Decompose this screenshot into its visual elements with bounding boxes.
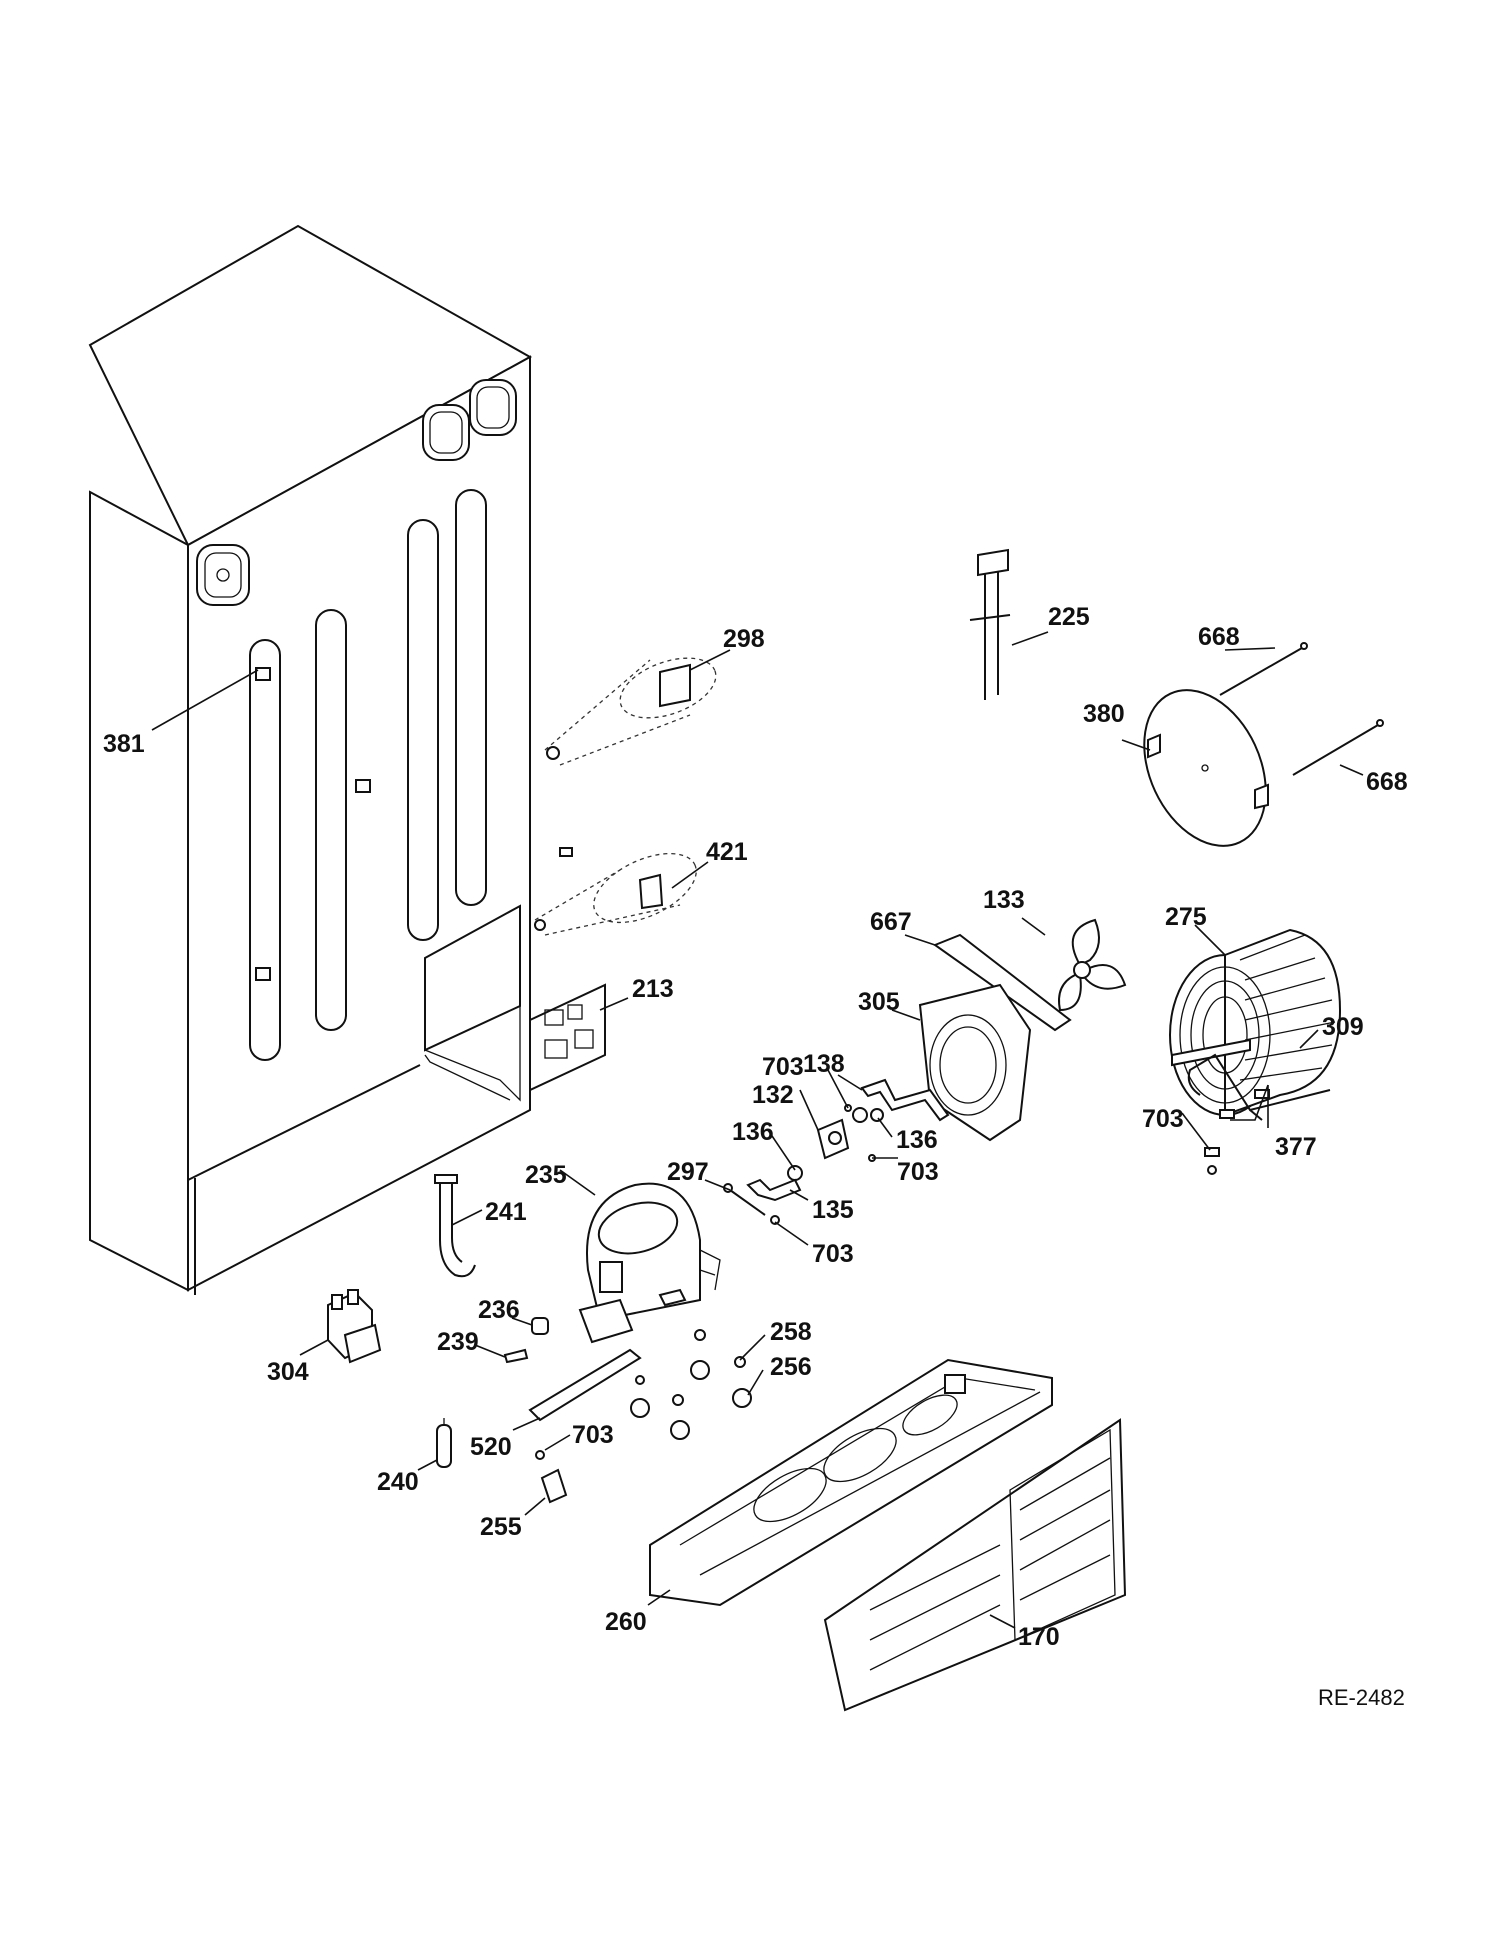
cabinet-back: [88, 224, 533, 1295]
callout-703-b: 703: [897, 1158, 939, 1186]
callout-255: 255: [480, 1513, 522, 1541]
callout-132: 132: [752, 1081, 794, 1109]
callout-298: 298: [723, 625, 765, 653]
callout-305: 305: [858, 988, 900, 1016]
part-305-fan-bracket: [918, 983, 1032, 1142]
callout-520: 520: [470, 1433, 512, 1461]
leader-lines: [151, 631, 1364, 1629]
part-138-bracket: [860, 1078, 950, 1122]
callout-138: 138: [803, 1050, 845, 1078]
callout-703-c: 703: [1142, 1105, 1184, 1133]
callout-213: 213: [632, 975, 674, 1003]
callout-241: 241: [485, 1198, 527, 1226]
callout-309: 309: [1322, 1013, 1364, 1041]
part-170-access-panel: [823, 1418, 1127, 1712]
callout-170: 170: [1018, 1623, 1060, 1651]
callout-136-left: 136: [732, 1118, 774, 1146]
part-133-fan-blade: [1058, 918, 1127, 1012]
part-256-258-grommets: [630, 1329, 752, 1440]
callout-380: 380: [1083, 700, 1125, 728]
part-241-tube: [434, 1174, 476, 1278]
callout-240: 240: [377, 1468, 419, 1496]
callout-275: 275: [1165, 903, 1207, 931]
callout-225: 225: [1048, 603, 1090, 631]
part-309-tube: [1187, 1053, 1331, 1121]
callout-260: 260: [605, 1608, 647, 1636]
callout-668-top: 668: [1198, 623, 1240, 651]
callout-235: 235: [525, 1161, 567, 1189]
callout-377: 377: [1275, 1133, 1317, 1161]
part-239-clip: [503, 1348, 529, 1364]
callout-703-a: 703: [762, 1053, 804, 1081]
callout-258: 258: [770, 1318, 812, 1346]
callout-703-d: 703: [812, 1240, 854, 1268]
part-135-clip: [746, 1178, 802, 1202]
callout-236: 236: [478, 1296, 520, 1324]
part-421-thermistor: [534, 847, 697, 936]
callout-135: 135: [812, 1196, 854, 1224]
callout-668-bottom: 668: [1366, 768, 1408, 796]
callout-136-right: 136: [896, 1126, 938, 1154]
part-380-shroud: [1143, 689, 1269, 847]
part-255-clip: [535, 1450, 568, 1504]
part-377-clips: [1204, 1089, 1270, 1175]
part-225-bracket: [969, 548, 1011, 700]
callout-703-e: 703: [572, 1421, 614, 1449]
callout-421: 421: [706, 838, 748, 866]
callout-133: 133: [983, 886, 1025, 914]
callout-304: 304: [267, 1358, 309, 1386]
part-213-control-board: [529, 983, 606, 1092]
callout-297: 297: [667, 1158, 709, 1186]
part-275-condenser-coil: [1169, 928, 1342, 1117]
part-520-rod: [528, 1348, 642, 1422]
part-260-base-pan: [649, 1358, 1053, 1607]
part-298-clip: [544, 657, 717, 766]
part-240-drier: [436, 1418, 452, 1468]
callout-labels: 381 298 421 213 225 668 668 380 133 275 …: [103, 603, 1408, 1710]
part-668-rods: [1219, 642, 1384, 776]
part-235-compressor: [578, 1182, 721, 1344]
callout-239: 239: [437, 1328, 479, 1356]
part-132-relay: [816, 1107, 868, 1160]
part-236-grommet: [531, 1317, 549, 1335]
part-667-foam-strip: [932, 933, 1072, 1032]
callout-667: 667: [870, 908, 912, 936]
callout-381: 381: [103, 730, 145, 758]
diagram-reference-code: RE-2482: [1318, 1685, 1405, 1710]
part-304-water-valve: [327, 1289, 382, 1364]
callout-256: 256: [770, 1353, 812, 1381]
